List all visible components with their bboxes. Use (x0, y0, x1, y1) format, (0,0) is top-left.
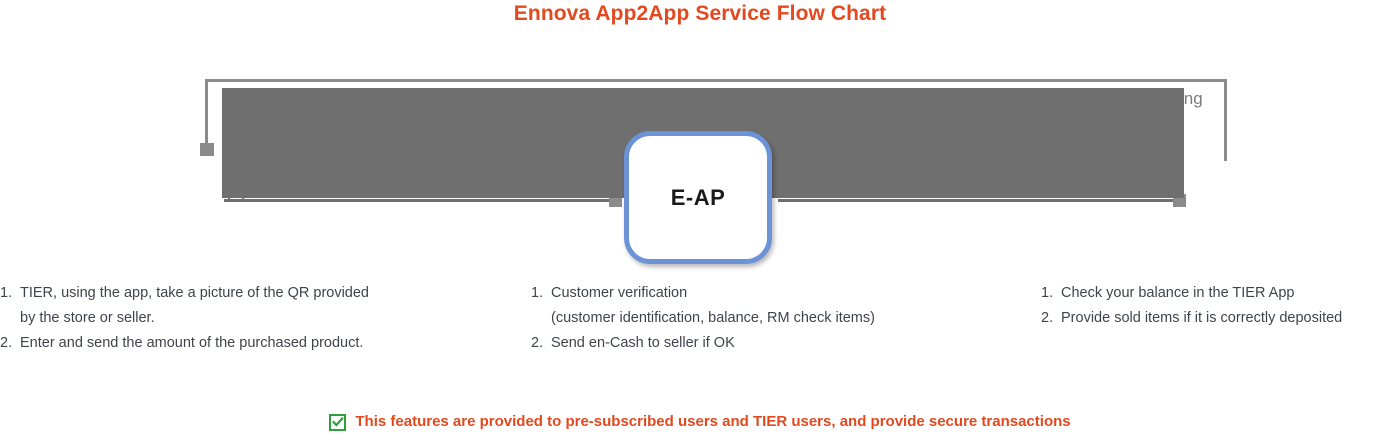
step-text-continuation: by the store or seller. (20, 310, 155, 326)
step-number: 2. (0, 335, 13, 351)
bracket-right-vertical (1224, 79, 1227, 161)
step-number: 1. (531, 285, 544, 301)
step-number: 1. (0, 285, 13, 301)
partial-label-right: ing (1180, 89, 1203, 108)
step-text: Enter and send the amount of the purchas… (20, 335, 364, 351)
step-number: 2. (1041, 310, 1054, 326)
step-text: Send en-Cash to seller if OK (551, 335, 735, 351)
bracket-left-vertical (205, 79, 208, 149)
steps-column-right: 1. Check your balance in the TIER App 2.… (1041, 281, 1400, 331)
checkmark-icon (329, 413, 347, 431)
eap-node-label: E-AP (670, 184, 726, 210)
eap-node[interactable]: E-AP (624, 131, 772, 264)
step-text: TIER, using the app, take a picture of t… (20, 285, 369, 301)
list-item: 2. Enter and send the amount of the purc… (0, 331, 520, 356)
flow-diagram: ing E-AP (200, 79, 1227, 264)
list-item: 2. Provide sold items if it is correctly… (1041, 306, 1400, 331)
steps-column-middle: 1. Customer verification (customer ident… (531, 281, 1001, 356)
step-number: 2. (531, 335, 544, 351)
step-number: 1. (1041, 285, 1054, 301)
list-item: 1. TIER, using the app, take a picture o… (0, 281, 520, 306)
steps-column-left: 1. TIER, using the app, take a picture o… (0, 281, 520, 356)
step-text: Customer verification (551, 285, 688, 301)
list-item: 1. Customer verification (531, 281, 1001, 306)
connector-line-right (778, 199, 1178, 202)
step-text-continuation: (customer identification, balance, RM ch… (551, 310, 875, 326)
bracket-top-connector (205, 79, 1227, 82)
list-item: 2. Send en-Cash to seller if OK (531, 331, 1001, 356)
list-item: 1. Check your balance in the TIER App (1041, 281, 1400, 306)
bracket-left-endpoint-marker (200, 143, 214, 156)
step-text: Check your balance in the TIER App (1061, 285, 1295, 301)
footer-note-text: This features are provided to pre-subscr… (355, 413, 1071, 430)
footer-note: This features are provided to pre-subscr… (0, 412, 1400, 432)
step-text: Provide sold items if it is correctly de… (1061, 310, 1343, 326)
connector-line-left (224, 199, 614, 202)
page-title: Ennova App2App Service Flow Chart (513, 2, 887, 25)
